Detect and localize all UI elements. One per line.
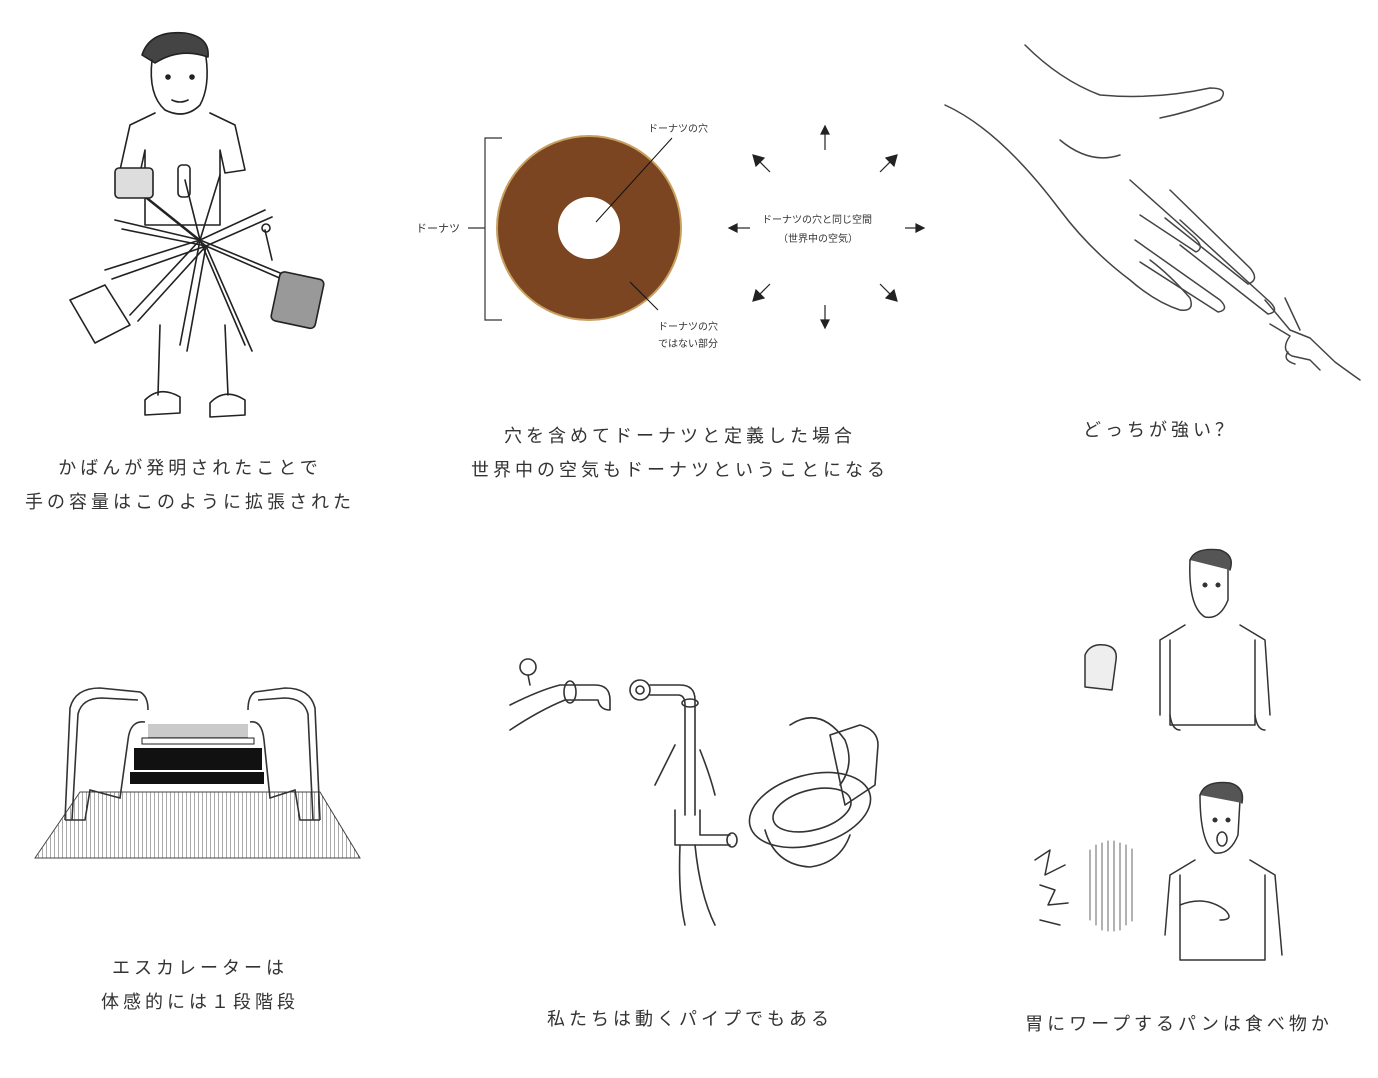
hand-illustration xyxy=(944,44,1361,381)
pipe-caption: 私たちは動くパイプでもある xyxy=(460,1003,920,1037)
pipe-illustration xyxy=(509,658,879,926)
label-not-hole-1: ドーナツの穴 xyxy=(658,320,718,333)
label-donut: ドーナツ xyxy=(416,222,460,235)
bag-caption-line-2: 手の容量はこのように拡張された xyxy=(25,492,355,513)
escalator-caption: エスカレーターは 体感的には１段階段 xyxy=(0,952,400,1020)
panel-hand: どっちが強い？ xyxy=(940,0,1378,530)
label-hole: ドーナツの穴 xyxy=(648,122,708,135)
panel-bread: 胃にワープするパンは食べ物か xyxy=(980,540,1378,1060)
escalator-caption-line-2: 体感的には１段階段 xyxy=(101,992,299,1013)
panel-bag: かばんが発明されたことで 手の容量はこのように拡張された xyxy=(0,0,380,530)
hand-caption-line-1: どっちが強い？ xyxy=(1083,420,1237,441)
escalator-caption-line-1: エスカレーターは xyxy=(112,958,288,979)
label-same-space-2: （世界中の空気） xyxy=(778,232,858,245)
escalator-illustration xyxy=(34,687,361,859)
panel-donut: ドーナツ ドーナツの穴 ドーナツの穴 ではない部分 ドーナツの穴と同じ空間 （世… xyxy=(400,0,960,530)
bread-warp-illustration xyxy=(1034,548,1283,961)
bag-caption-line-1: かばんが発明されたことで xyxy=(58,458,322,479)
bread-caption-line-1: 胃にワープするパンは食べ物か xyxy=(1025,1014,1333,1035)
hand-caption: どっちが強い？ xyxy=(940,414,1378,448)
bag-caption: かばんが発明されたことで 手の容量はこのように拡張された xyxy=(0,452,380,520)
donut-diagram: ドーナツ ドーナツの穴 ドーナツの穴 ではない部分 ドーナツの穴と同じ空間 （世… xyxy=(416,122,926,350)
bread-caption: 胃にワープするパンは食べ物か xyxy=(980,1008,1378,1042)
panel-pipe: 私たちは動くパイプでもある xyxy=(460,560,920,1060)
pipe-caption-line-1: 私たちは動くパイプでもある xyxy=(547,1009,833,1030)
donut-caption-line-1: 穴を含めてドーナツと定義した場合 xyxy=(504,426,856,447)
label-same-space-1: ドーナツの穴と同じ空間 xyxy=(762,213,872,226)
many-arms-illustration xyxy=(69,31,325,418)
panel-escalator: エスカレーターは 体感的には１段階段 xyxy=(0,560,400,1060)
donut-caption-line-2: 世界中の空気もドーナツということになる xyxy=(471,460,889,481)
donut-caption: 穴を含めてドーナツと定義した場合 世界中の空気もドーナツということになる xyxy=(400,420,960,488)
label-not-hole-2: ではない部分 xyxy=(658,337,718,350)
